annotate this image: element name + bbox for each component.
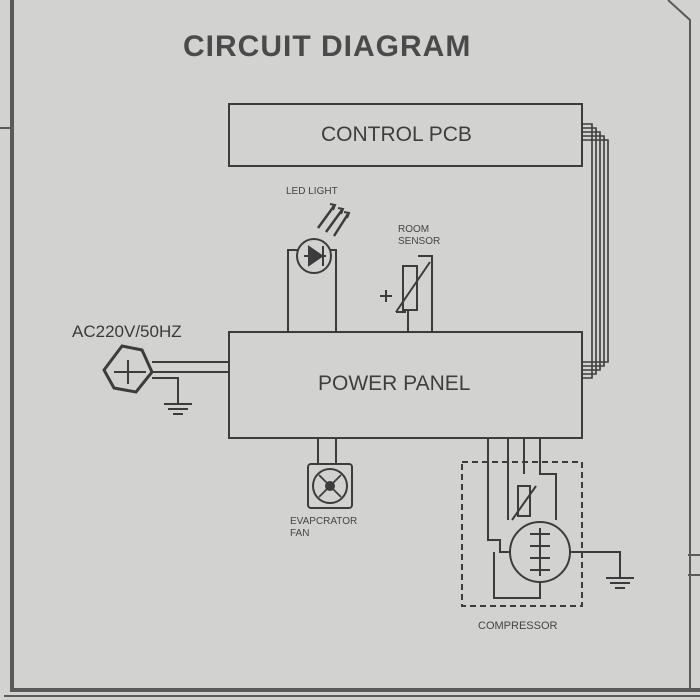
fan-label-line1: EVAPCRATOR — [290, 516, 358, 527]
compressor-symbol — [461, 438, 634, 607]
fan-label-line2: FAN — [290, 528, 310, 539]
control-pcb-label: CONTROL PCB — [321, 123, 472, 146]
fan-symbol — [307, 438, 353, 509]
room-sensor-label-line1: ROOM — [398, 224, 430, 235]
control-pcb-box — [228, 103, 583, 167]
power-panel-box — [228, 331, 583, 439]
ribbon-cable — [582, 123, 609, 379]
diagram-title: CIRCUIT DIAGRAM — [183, 30, 472, 63]
led-light-symbol — [287, 203, 351, 333]
room-sensor-label-line2: SENSOR — [398, 236, 441, 247]
ac-plug-symbol — [102, 344, 229, 415]
room-sensor-symbol — [380, 255, 433, 332]
compressor-label: COMPRESSOR — [478, 620, 558, 632]
supply-label: AC220V/50HZ — [72, 322, 182, 341]
led-light-label: LED LIGHT — [286, 186, 338, 197]
power-panel-label: POWER PANEL — [318, 372, 471, 395]
